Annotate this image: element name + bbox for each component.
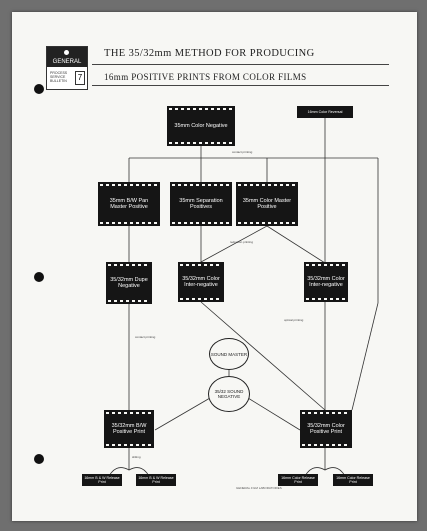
label-reduction-printing: reduction printing bbox=[230, 240, 254, 244]
circle-sound-negative: 35/32 SOUND NEGATIVE bbox=[208, 376, 250, 412]
binder-hole-bottom bbox=[34, 454, 44, 464]
box-color-reversal: 16mm Color Reversal bbox=[297, 106, 353, 118]
logo-text: GENERAL bbox=[52, 59, 82, 65]
box-color-internegative-2: 35/32mm Color Inter-negative bbox=[304, 262, 348, 302]
connector bbox=[302, 467, 348, 481]
company-logo: GENERAL PROCESS SERVICE BULLETIN 7 bbox=[46, 46, 88, 90]
title-rule-1 bbox=[92, 64, 389, 65]
output-bw-release-1: 16mm B & W Release Print bbox=[82, 474, 122, 486]
binder-hole-middle bbox=[34, 272, 44, 282]
circle-sound-master: SOUND MASTER bbox=[209, 338, 249, 370]
connector bbox=[200, 225, 268, 263]
output-color-release-1: 16mm Color Release Print bbox=[278, 474, 318, 486]
connector bbox=[154, 397, 211, 431]
box-separation-positives: 35mm Separation Positives bbox=[170, 182, 232, 226]
box-color-positive-print: 35/32mm Color Positive Print bbox=[300, 410, 352, 448]
title-line-1: THE 35/32mm METHOD FOR PRODUCING bbox=[104, 48, 315, 59]
label-contact-printing: contact printing bbox=[232, 150, 253, 154]
bulletin-number: 7 bbox=[75, 71, 85, 85]
page-footer: GENERAL FILM LABORATORIES bbox=[236, 486, 282, 490]
output-color-release-2: 16mm Color Release Print bbox=[333, 474, 373, 486]
connector bbox=[266, 225, 326, 264]
connector bbox=[106, 467, 152, 481]
output-bw-release-2: 16mm B & W Release Print bbox=[136, 474, 176, 486]
title-rule-2 bbox=[92, 85, 389, 86]
connector bbox=[247, 397, 301, 431]
box-dupe-negative: 35/32mm Dupe Negative bbox=[106, 262, 152, 304]
title-line-2: 16mm POSITIVE PRINTS FROM COLOR FILMS bbox=[104, 72, 307, 82]
label-contact-printing-short: contact printing bbox=[135, 335, 156, 339]
binder-hole-top bbox=[34, 84, 44, 94]
box-bw-pan-master: 35mm B/W Pan Master Positive bbox=[98, 182, 160, 226]
connector bbox=[200, 301, 326, 411]
box-color-internegative-1: 35/32mm Color Inter-negative bbox=[178, 262, 224, 302]
box-color-negative: 35mm Color Negative bbox=[167, 106, 235, 146]
label-slitting: slitting bbox=[132, 455, 141, 459]
connector bbox=[351, 302, 379, 411]
box-color-master: 35mm Color Master Positive bbox=[236, 182, 298, 226]
box-bw-positive-print: 35/32mm B/W Positive Print bbox=[104, 410, 154, 448]
logo-emblem: GENERAL bbox=[47, 47, 87, 67]
label-optical-printing: optical printing bbox=[284, 318, 304, 322]
logo-subtitle: PROCESS SERVICE BULLETIN bbox=[50, 71, 68, 83]
